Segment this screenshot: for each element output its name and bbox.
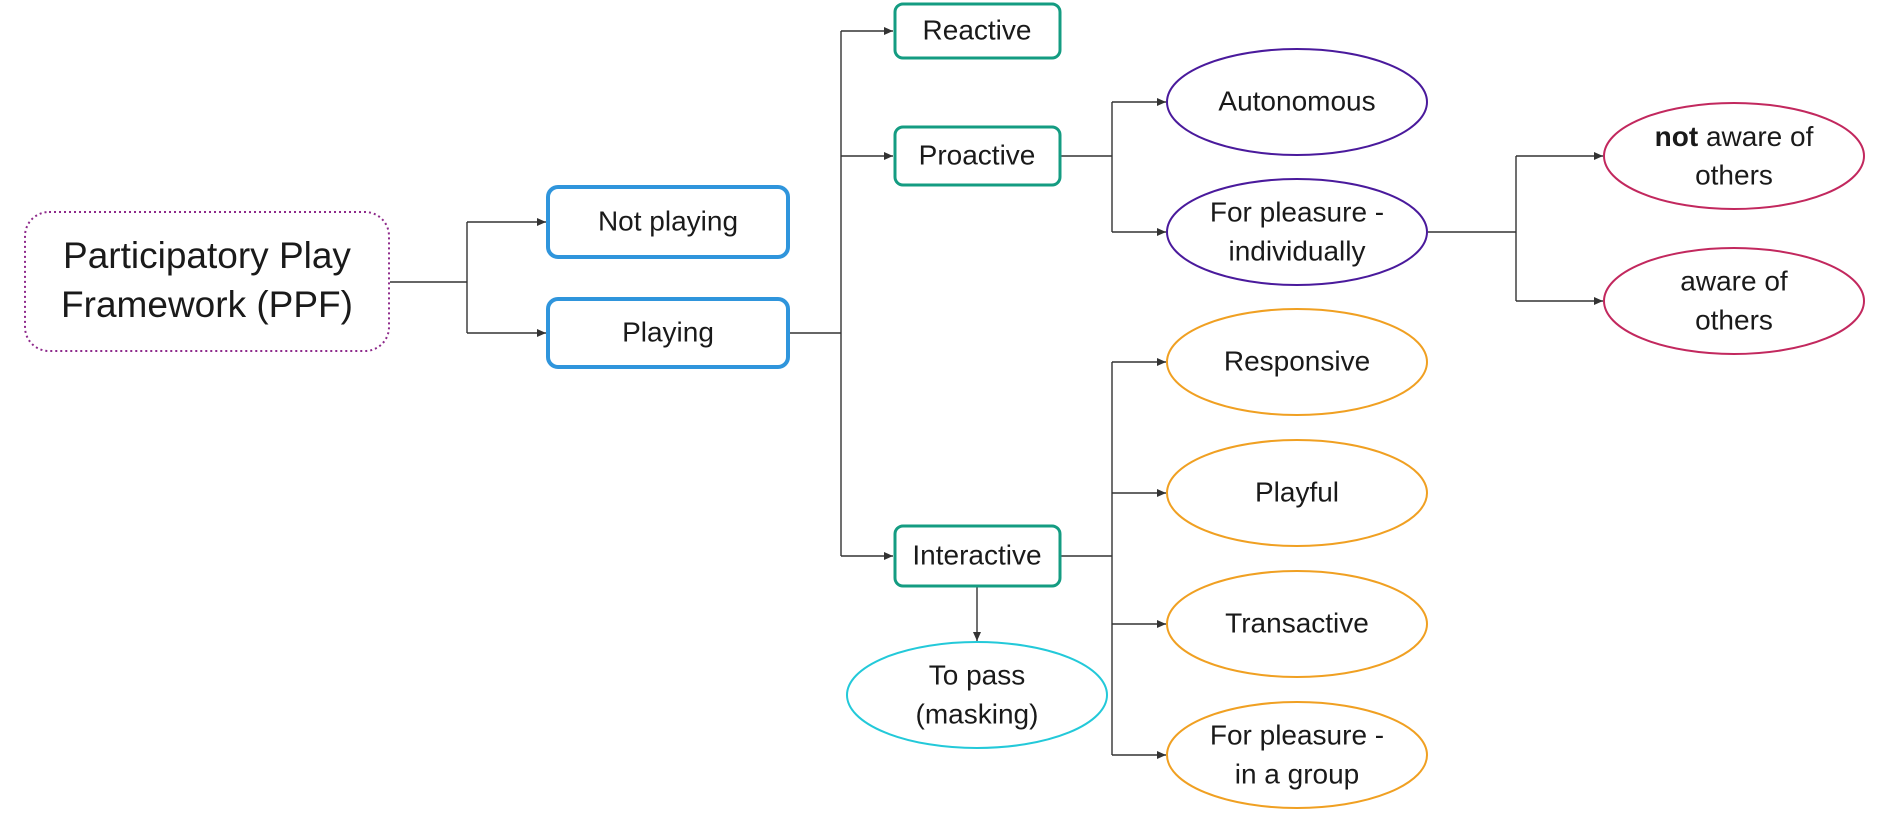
arrowhead-interactive [884,552,893,560]
arrowhead-reactive [884,27,893,35]
node-interactive: Interactive [893,524,1062,588]
autonomous-label: Autonomous [1218,85,1375,116]
arrowhead-not-playing [537,218,546,226]
playing-box [546,297,790,369]
not-playing-label: Not playing [598,205,738,236]
node-proactive: Proactive [893,125,1062,187]
playing-label: Playing [622,316,714,347]
proactive-box [893,125,1062,187]
aware-line2: others [1695,304,1773,335]
root-box [24,211,390,352]
autonomous-ellipse [1166,48,1428,156]
not-aware-line1: not aware of [1655,121,1814,152]
arrowhead-not-aware [1594,152,1603,160]
connector-proactive-split [1060,101,1166,233]
node-not-playing: Not playing [546,185,790,259]
playful-label: Playful [1255,476,1339,507]
connector-root-split [390,221,546,334]
interactive-label: Interactive [912,539,1041,570]
not-aware-line2: others [1695,159,1773,190]
responsive-ellipse [1166,308,1428,416]
pleasure-group-line2: in a group [1235,758,1360,789]
proactive-label: Proactive [919,139,1036,170]
not-aware-bold-word: not [1655,121,1699,152]
arrowhead-playful [1157,489,1166,497]
node-aware: aware of others [1603,247,1865,355]
node-root: Participatory Play Framework (PPF) [24,211,390,352]
to-pass-line1: To pass [929,659,1026,690]
arrowhead-playing [537,329,546,337]
arrowhead-masking [973,632,981,641]
not-playing-box [546,185,790,259]
arrowhead-proactive [884,152,893,160]
aware-ellipse [1603,247,1865,355]
interactive-box [893,524,1062,588]
node-autonomous: Autonomous [1166,48,1428,156]
reactive-box [893,2,1062,60]
arrowhead-transactive [1157,620,1166,628]
connectors [390,27,1603,759]
node-pleasure-individual: For pleasure - individually [1166,178,1428,286]
arrowhead-aware [1594,297,1603,305]
arrowhead-responsive [1157,358,1166,366]
reactive-label: Reactive [923,14,1032,45]
responsive-label: Responsive [1224,345,1370,376]
pleasure-group-ellipse [1166,701,1428,809]
transactive-ellipse [1166,570,1428,678]
node-transactive: Transactive [1166,570,1428,678]
root-label-line2: Framework (PPF) [61,284,353,325]
aware-line1: aware of [1680,265,1788,296]
node-playing: Playing [546,297,790,369]
not-aware-ellipse [1603,102,1865,210]
node-pleasure-group: For pleasure - in a group [1166,701,1428,809]
transactive-label: Transactive [1225,607,1369,638]
pleasure-individual-line1: For pleasure - [1210,196,1384,227]
connector-playing-split [788,30,893,557]
node-to-pass-masking: To pass (masking) [846,641,1108,749]
to-pass-line2: (masking) [916,698,1039,729]
pleasure-individual-line2: individually [1229,235,1366,266]
connector-awareness-split [1428,155,1603,302]
node-playful: Playful [1166,439,1428,547]
node-responsive: Responsive [1166,308,1428,416]
pleasure-group-line1: For pleasure - [1210,719,1384,750]
to-pass-ellipse [846,641,1108,749]
arrowhead-autonomous [1157,98,1166,106]
playful-ellipse [1166,439,1428,547]
pleasure-individual-ellipse [1166,178,1428,286]
node-reactive: Reactive [893,2,1062,60]
connector-interactive-split [1060,361,1166,756]
node-not-aware: not aware of others [1603,102,1865,210]
not-aware-rest: aware of [1698,121,1813,152]
root-label-line1: Participatory Play [63,235,351,276]
arrowhead-pleasure-individual [1157,228,1166,236]
arrowhead-pleasure-group [1157,751,1166,759]
